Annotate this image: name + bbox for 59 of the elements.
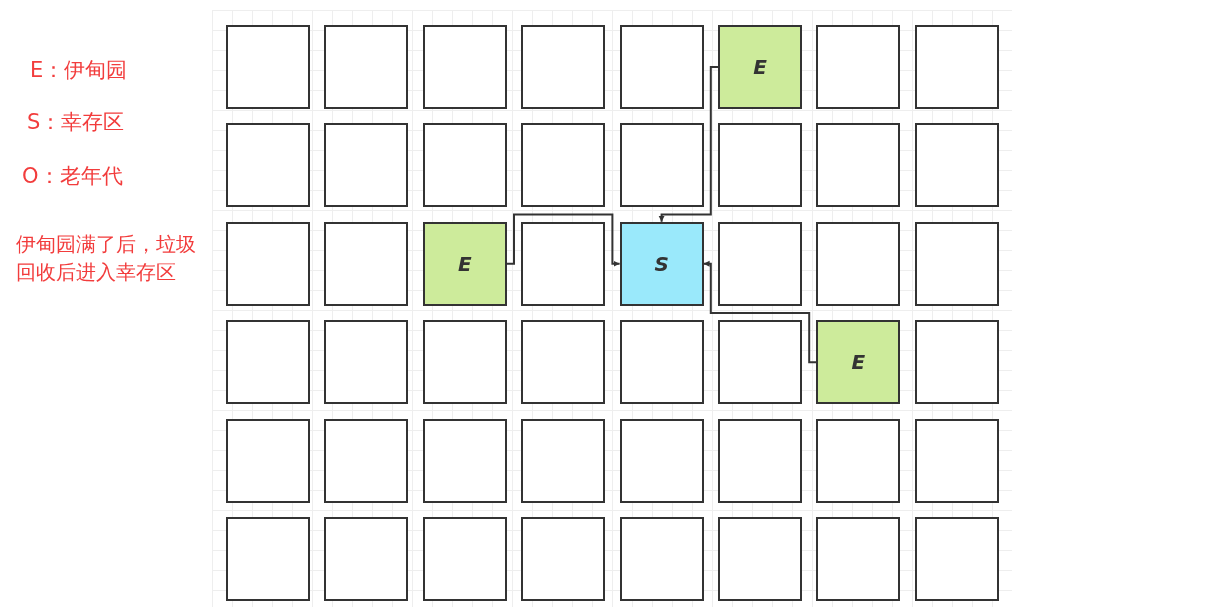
empty-grid-box xyxy=(226,221,310,306)
empty-grid-box xyxy=(718,123,802,208)
empty-grid-box xyxy=(324,123,409,208)
empty-grid-box xyxy=(324,320,409,405)
empty-grid-box xyxy=(226,123,310,208)
region-letter: E xyxy=(457,251,472,276)
empty-grid-box xyxy=(816,221,901,306)
region-letter: E xyxy=(753,55,767,79)
empty-grid-box xyxy=(914,25,999,109)
memory-region-box xyxy=(816,320,901,405)
arrow xyxy=(505,213,621,267)
empty-grid-box xyxy=(324,517,409,601)
annotation-text: 伊甸园满了后，垃圾回收后进入幸存区 xyxy=(16,231,197,286)
empty-grid-box xyxy=(324,25,409,109)
empty-grid-box xyxy=(914,320,999,405)
empty-grid-box xyxy=(422,25,507,109)
empty-grid-box xyxy=(914,418,999,503)
empty-grid-box xyxy=(226,320,310,405)
empty-grid-box xyxy=(226,25,310,109)
empty-grid-box xyxy=(422,418,507,503)
legend-text: E：伊甸园 xyxy=(30,57,128,84)
empty-grid-box xyxy=(324,418,409,503)
empty-grid-box xyxy=(914,123,999,208)
empty-grid-box xyxy=(718,418,802,503)
empty-grid-box xyxy=(816,418,901,503)
empty-grid-box xyxy=(521,221,606,306)
empty-grid-box xyxy=(422,123,507,208)
empty-grid-box xyxy=(816,517,901,601)
empty-grid-box xyxy=(521,418,606,503)
empty-grid-box xyxy=(619,320,704,405)
empty-grid-box xyxy=(521,25,606,109)
empty-grid-box xyxy=(226,517,310,601)
empty-grid-box xyxy=(816,123,901,208)
empty-grid-box xyxy=(718,320,802,405)
empty-grid-box xyxy=(422,517,507,601)
empty-grid-box xyxy=(914,517,999,601)
empty-grid-box xyxy=(422,320,507,405)
empty-grid-box xyxy=(521,123,606,208)
memory-region-box xyxy=(718,25,802,109)
arrow xyxy=(702,260,818,364)
empty-grid-box xyxy=(718,517,802,601)
arrow xyxy=(658,66,719,223)
empty-grid-box xyxy=(619,123,704,208)
empty-grid-box xyxy=(521,517,606,601)
empty-grid-box xyxy=(619,517,704,601)
empty-grid-box xyxy=(619,25,704,109)
empty-grid-box xyxy=(226,418,310,503)
region-letter: E xyxy=(851,350,866,375)
memory-region-box xyxy=(422,221,507,306)
empty-grid-box xyxy=(914,221,999,306)
memory-region-box xyxy=(619,221,704,306)
legend-text: O：老年代 xyxy=(22,163,123,190)
legend-text: S：幸存区 xyxy=(27,109,125,136)
region-letter: S xyxy=(654,251,669,276)
empty-grid-box xyxy=(521,320,606,405)
empty-grid-box xyxy=(718,221,802,306)
empty-grid-box xyxy=(324,221,409,306)
empty-grid-box xyxy=(619,418,704,503)
empty-grid-box xyxy=(816,25,901,109)
